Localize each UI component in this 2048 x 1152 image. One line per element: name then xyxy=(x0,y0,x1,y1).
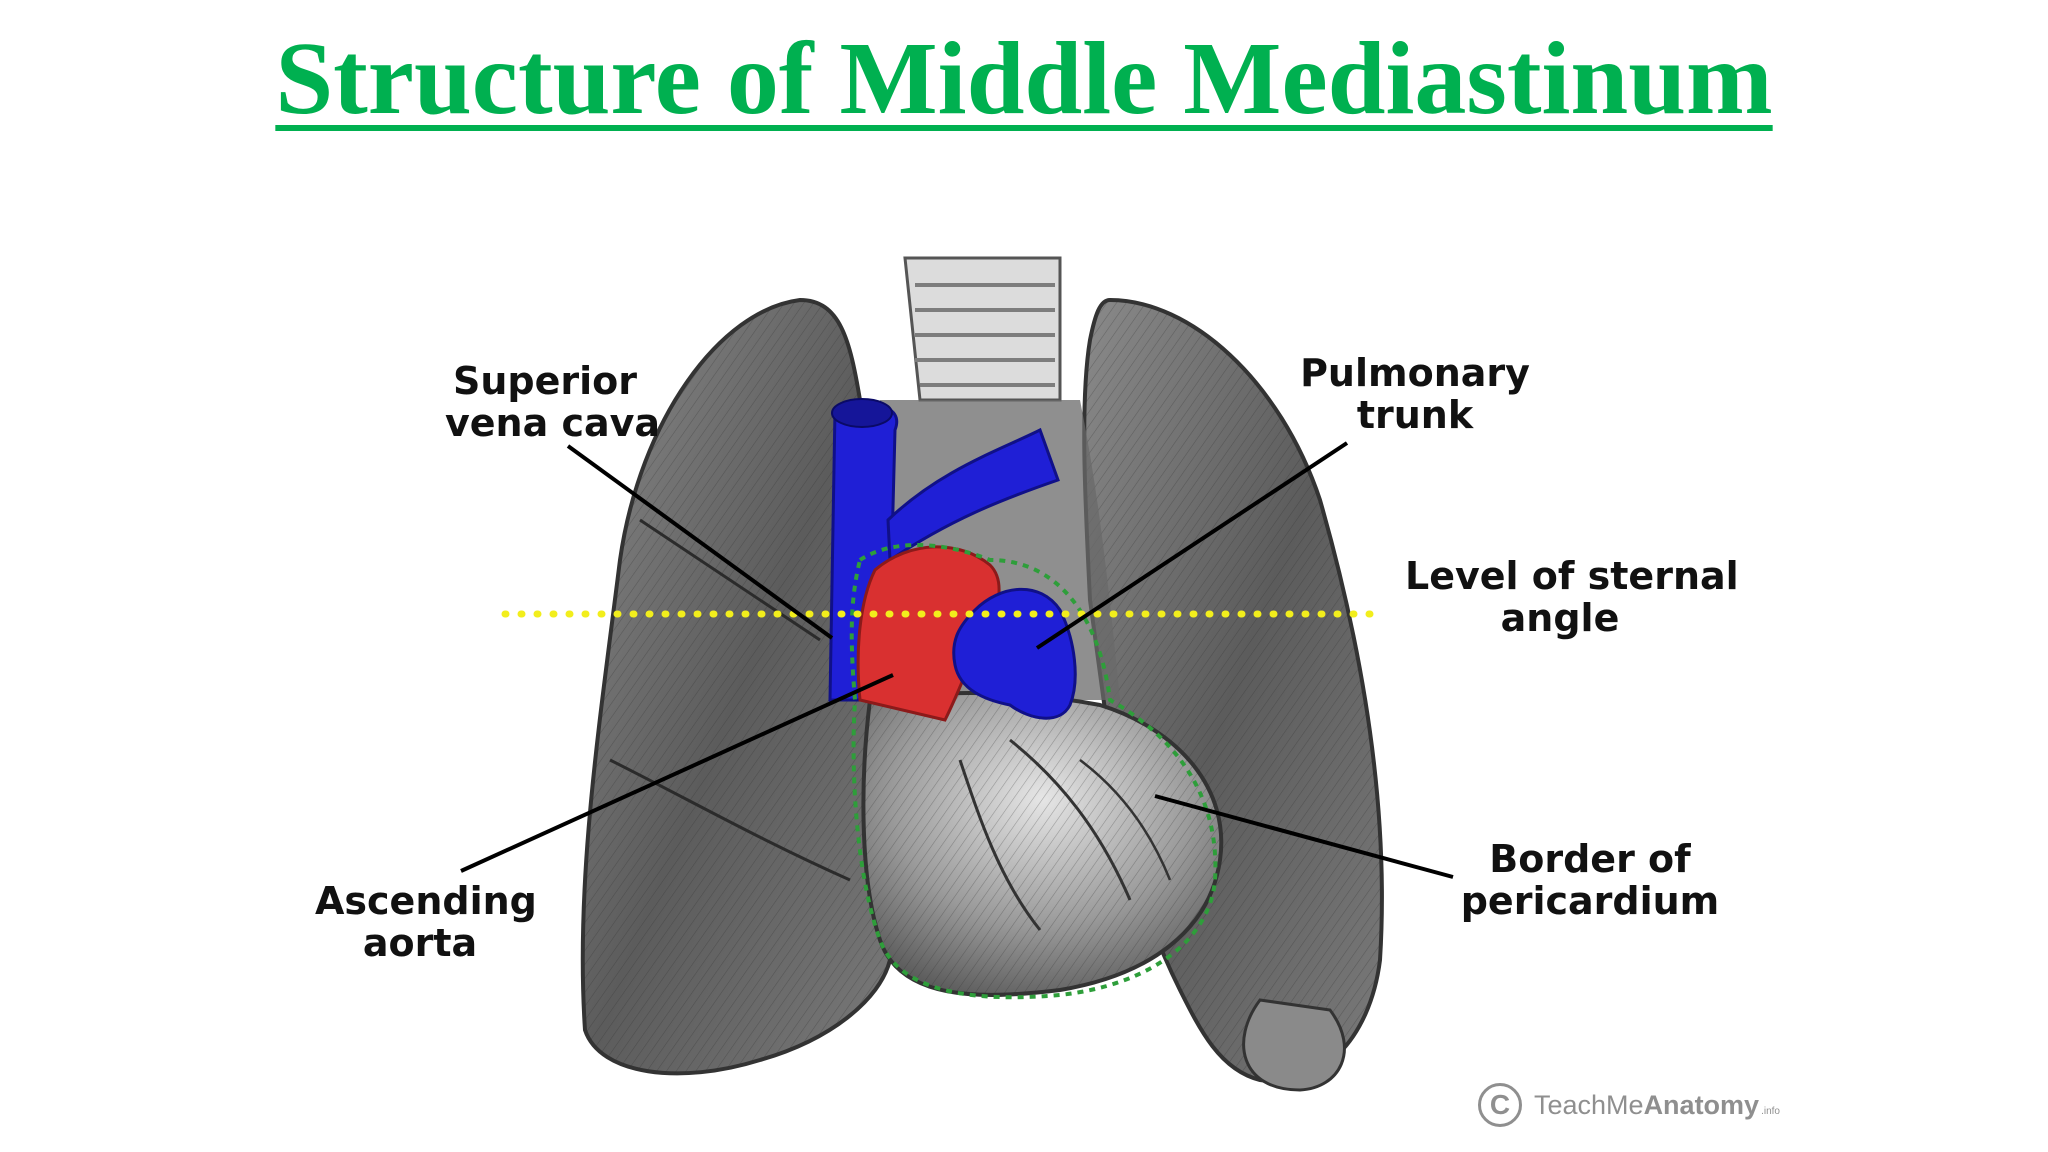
label-level-of-sternal-angle: Level of sternal angle xyxy=(1405,554,1739,640)
leader-lines xyxy=(460,441,1454,879)
copyright-icon: C xyxy=(1478,1083,1522,1127)
watermark-tld: .info xyxy=(1761,1105,1780,1117)
label-ascending-aorta: Ascending aorta xyxy=(315,879,537,965)
leader-line-svc xyxy=(566,444,834,640)
pericardium-border xyxy=(849,543,1218,1000)
leader-line-pericardium xyxy=(1154,794,1454,879)
label-superior-vena-cava: Superior vena cava xyxy=(445,359,661,445)
watermark-name-bold: Anatomy xyxy=(1643,1089,1760,1120)
label-pulmonary-trunk: Pulmonary trunk xyxy=(1300,351,1530,437)
page-title: Structure of Middle Mediastinum xyxy=(275,21,1773,136)
watermark-name-light: TeachMe xyxy=(1534,1089,1644,1120)
heart xyxy=(861,691,1224,997)
label-border-of-pericardium: Border of pericardium xyxy=(1460,837,1720,923)
trachea xyxy=(903,256,1062,402)
leader-line-aorta xyxy=(460,673,894,873)
right-lung xyxy=(580,297,903,1076)
watermark-logo: C TeachMe Anatomy .info xyxy=(1478,1083,1780,1127)
watermark-text: TeachMe Anatomy .info xyxy=(1534,1090,1780,1121)
pulmonary-trunk-shape xyxy=(952,587,1077,720)
leader-line-pulmonary xyxy=(1035,441,1349,650)
